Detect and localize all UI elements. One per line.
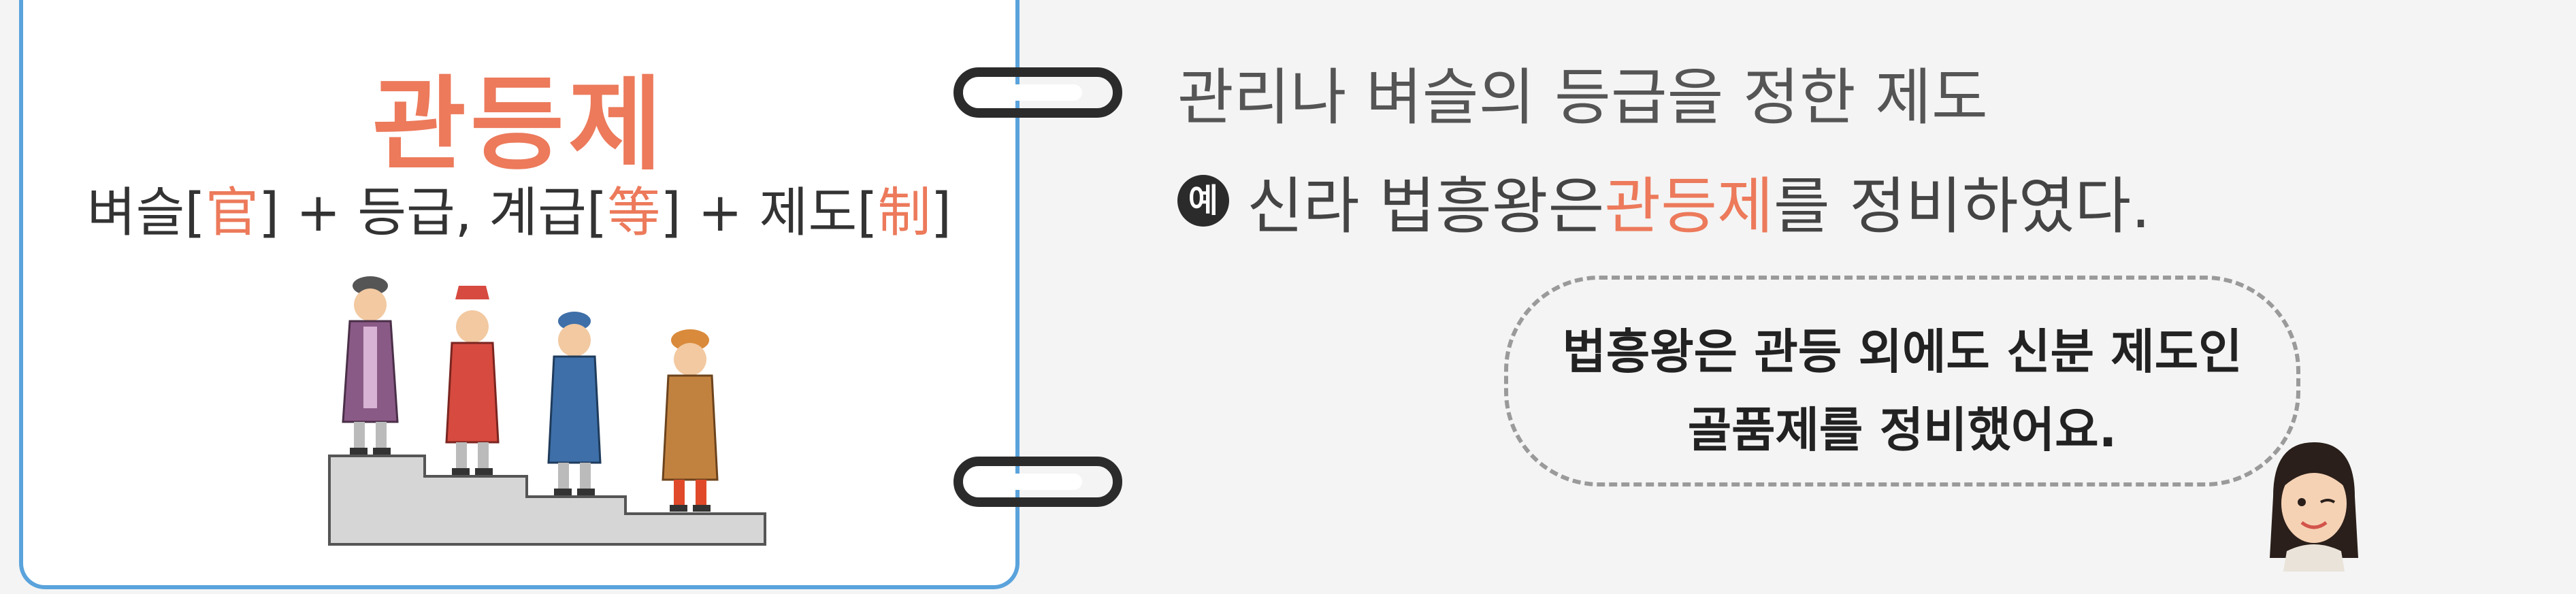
official-4 bbox=[662, 329, 719, 512]
binder-ring-icon bbox=[953, 67, 1122, 118]
etym-part2: ] + 등급, 계급[ bbox=[258, 182, 608, 244]
official-2 bbox=[445, 286, 500, 475]
official-1 bbox=[342, 276, 399, 455]
example-after: 를 정비하였다. bbox=[1773, 171, 2151, 242]
binder-ring-icon bbox=[953, 457, 1122, 507]
etym-hanja-2: 等 bbox=[607, 182, 661, 244]
etym-part4: ] bbox=[930, 182, 952, 244]
definition-text: 관리나 벼슬의 등급을 정한 제도 bbox=[1177, 62, 1988, 133]
officials-stairs-illustration bbox=[328, 276, 766, 546]
etym-part1: 벼슬[ bbox=[86, 182, 206, 244]
example-keyword: 관등제 bbox=[1604, 171, 1774, 242]
stairs bbox=[328, 455, 766, 546]
bubble-line-1: 법흥왕은 관등 외에도 신분 제도인 bbox=[1562, 324, 2243, 380]
teacher-avatar-icon bbox=[2270, 442, 2358, 572]
card-title: 관등제 bbox=[372, 65, 666, 184]
etym-hanja-1: 官 bbox=[205, 182, 259, 244]
speech-bubble: 법흥왕은 관등 외에도 신분 제도인 골품제를 정비했어요. bbox=[1504, 276, 2300, 486]
example-sentence: 예 신라 법흥왕은 관등제 를 정비하였다. bbox=[1177, 156, 2151, 245]
etym-hanja-3: 制 bbox=[877, 182, 931, 244]
official-3 bbox=[547, 312, 602, 495]
example-before: 신라 법흥왕은 bbox=[1247, 171, 1605, 242]
example-badge-icon: 예 bbox=[1177, 175, 1229, 227]
etym-part3: ] + 제도[ bbox=[660, 182, 878, 244]
card-etymology: 벼슬[官] + 등급, 계급[等] + 제도[制] bbox=[23, 170, 1015, 246]
bubble-line-2: 골품제를 정비했어요. bbox=[1687, 402, 2117, 458]
vocab-card: 관등제 벼슬[官] + 등급, 계급[等] + 제도[制] bbox=[19, 0, 1020, 589]
